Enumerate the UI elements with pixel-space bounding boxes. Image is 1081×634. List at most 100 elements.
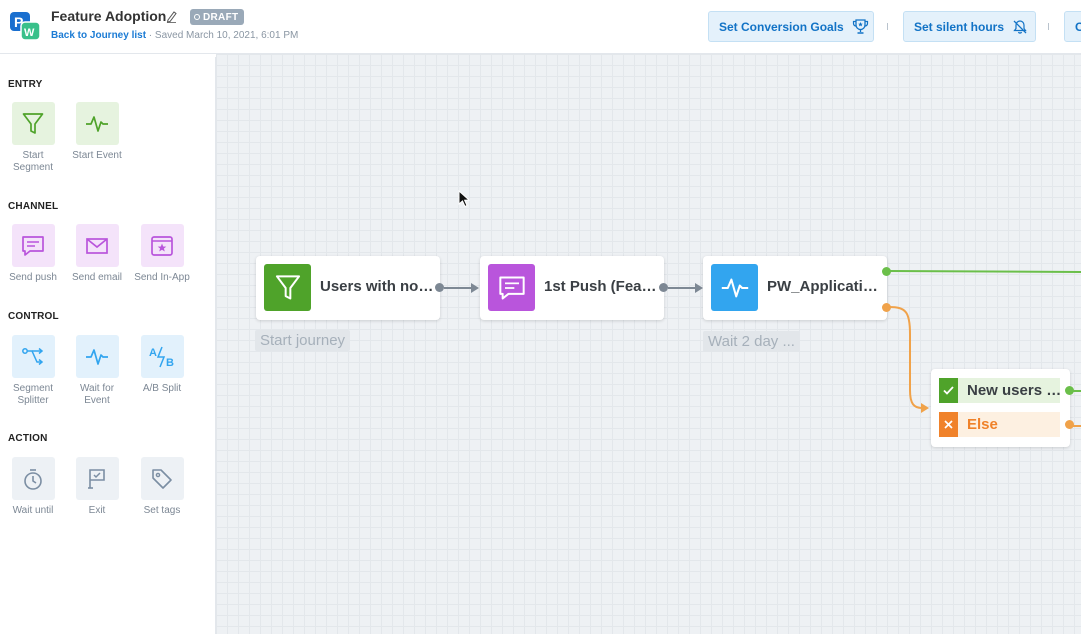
branch-label: Else xyxy=(967,416,998,433)
section-action: ACTION xyxy=(8,433,48,444)
node-caption: Wait 2 day ... xyxy=(703,331,800,352)
set-silent-hours-button[interactable]: Set silent hours xyxy=(903,11,1036,42)
svg-text:B: B xyxy=(166,357,174,369)
arrow-head xyxy=(695,283,703,293)
check-icon xyxy=(939,378,958,403)
status-badge-label: DRAFT xyxy=(203,11,239,23)
tool-label: Send push xyxy=(9,272,57,283)
node-wait-event[interactable]: PW_Applicati… xyxy=(703,256,891,320)
tool-segment-splitter-tile[interactable] xyxy=(11,335,55,378)
tool-label: Send email xyxy=(71,272,123,283)
tool-set-tags-tile[interactable] xyxy=(140,457,184,500)
journey-canvas[interactable]: Users with no… Start journey 1st Push (F… xyxy=(216,54,1081,634)
tool-segment-splitter[interactable]: Segment Splitter xyxy=(3,335,63,407)
tool-start-event-tile[interactable] xyxy=(75,102,119,145)
tag-icon xyxy=(152,468,172,489)
output-port-yes[interactable] xyxy=(882,267,891,276)
node-segment-splitter[interactable]: New users … Else xyxy=(931,369,1074,447)
tool-wait-for-event-tile[interactable] xyxy=(75,335,119,378)
node-icon-box xyxy=(264,264,311,311)
output-port-yes[interactable] xyxy=(1065,386,1074,395)
tool-ab-split-tile[interactable]: A B xyxy=(140,335,184,378)
pulse-icon xyxy=(86,348,108,365)
tool-send-inapp[interactable]: Send In-App xyxy=(132,224,192,284)
split-icon xyxy=(22,347,44,365)
tool-label: Exit xyxy=(88,505,106,516)
connector-no-branch xyxy=(888,306,923,409)
tool-wait-for-event[interactable]: Wait for Event xyxy=(67,335,127,407)
journey-title[interactable]: Feature Adoption xyxy=(51,8,167,24)
output-port-else[interactable] xyxy=(1065,420,1074,429)
tool-wait-until[interactable]: Wait until xyxy=(3,457,63,517)
branch-else[interactable]: Else xyxy=(939,412,1060,437)
tool-wait-until-tile[interactable] xyxy=(11,457,55,500)
output-port-no[interactable] xyxy=(882,303,891,312)
tool-label: Start Event xyxy=(72,150,122,161)
breadcrumb: Back to Journey list · Saved March 10, 2… xyxy=(51,30,298,41)
back-to-journey-list-link[interactable]: Back to Journey list xyxy=(51,30,147,41)
node-title: Users with no… xyxy=(320,278,433,295)
tool-label: Start Segment xyxy=(12,150,54,173)
header-divider xyxy=(887,23,888,30)
timer-icon xyxy=(24,468,42,490)
svg-text:A: A xyxy=(149,347,157,359)
flag-icon xyxy=(88,468,105,489)
filter-icon xyxy=(22,112,44,134)
tool-exit-tile[interactable] xyxy=(75,457,119,500)
node-push[interactable]: 1st Push (Fea… xyxy=(480,256,668,320)
svg-text:W: W xyxy=(24,27,35,39)
tool-label: Wait for Event xyxy=(79,383,115,406)
tool-label: Wait until xyxy=(12,505,54,516)
trophy-icon xyxy=(852,19,868,34)
message-icon xyxy=(22,235,44,256)
tool-set-tags[interactable]: Set tags xyxy=(132,457,192,517)
svg-text:P: P xyxy=(14,14,23,30)
inapp-icon xyxy=(151,235,173,256)
tool-exit[interactable]: Exit xyxy=(67,457,127,517)
pulse-icon xyxy=(721,278,748,297)
header-extra-button-label: C xyxy=(1075,19,1081,34)
section-entry: ENTRY xyxy=(8,79,43,90)
header-divider xyxy=(1048,23,1049,30)
node-start-segment[interactable]: Users with no… xyxy=(256,256,444,320)
set-conversion-goals-label: Set Conversion Goals xyxy=(719,19,844,34)
app-header: P W Feature Adoption DRAFT Back to Journ… xyxy=(0,0,1081,54)
tool-label: Send In-App xyxy=(134,272,190,283)
section-channel: CHANNEL xyxy=(8,201,59,212)
tool-send-email[interactable]: Send email xyxy=(67,224,127,284)
pencil-icon[interactable] xyxy=(166,10,177,23)
tool-start-segment[interactable]: Start Segment xyxy=(3,102,63,174)
branch-label: New users … xyxy=(967,382,1060,399)
tool-label: Segment Splitter xyxy=(12,383,54,406)
connector-yes-branch xyxy=(888,270,1081,273)
output-port[interactable] xyxy=(659,283,668,292)
tool-start-segment-tile[interactable] xyxy=(11,102,55,145)
tool-send-inapp-tile[interactable] xyxy=(140,224,184,267)
branch-new-users[interactable]: New users … xyxy=(939,378,1060,403)
tool-send-push[interactable]: Send push xyxy=(3,224,63,284)
mail-icon xyxy=(86,237,108,254)
ab-icon: A B xyxy=(149,346,174,369)
filter-icon xyxy=(275,274,300,299)
arrow-head xyxy=(921,403,929,413)
app-logo-icon: P W xyxy=(10,12,41,41)
tool-send-email-tile[interactable] xyxy=(75,224,119,267)
cursor-icon xyxy=(458,190,470,208)
bell-off-icon xyxy=(1013,19,1027,34)
set-conversion-goals-button[interactable]: Set Conversion Goals xyxy=(708,11,874,42)
tool-label: A/B Split xyxy=(142,383,182,394)
close-icon xyxy=(939,412,958,437)
tool-send-push-tile[interactable] xyxy=(11,224,55,267)
node-title: PW_Applicati… xyxy=(767,278,877,295)
tool-ab-split[interactable]: A B A/B Split xyxy=(132,335,192,395)
tool-start-event[interactable]: Start Event xyxy=(67,102,127,162)
output-port[interactable] xyxy=(435,283,444,292)
pulse-icon xyxy=(86,115,108,132)
element-palette: ENTRY Start Segment Start Event CHANNEL … xyxy=(0,57,216,634)
tool-label: Set tags xyxy=(143,505,181,516)
set-silent-hours-label: Set silent hours xyxy=(914,19,1005,34)
status-badge: DRAFT xyxy=(190,9,245,25)
header-extra-button[interactable]: C xyxy=(1064,11,1081,42)
status-dot-icon xyxy=(194,14,200,20)
node-caption: Start journey xyxy=(255,330,351,351)
